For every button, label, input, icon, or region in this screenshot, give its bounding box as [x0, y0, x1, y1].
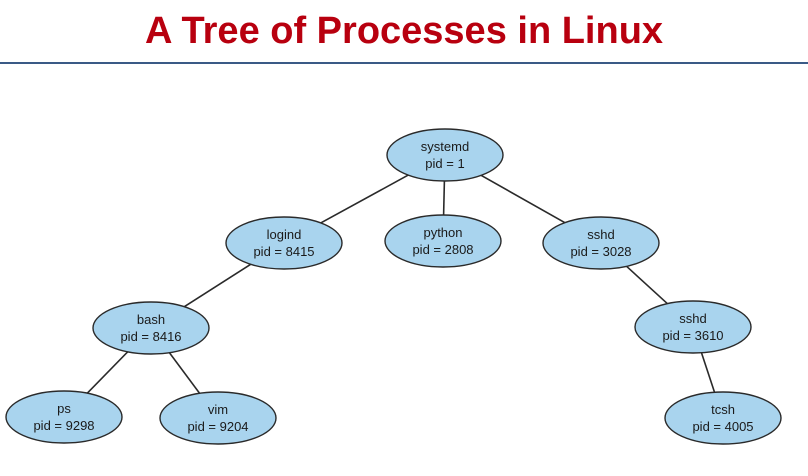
process-node-python: python pid = 2808: [384, 214, 502, 268]
process-node-bash: bash pid = 8416: [92, 301, 210, 355]
slide-title: A Tree of Processes in Linux: [144, 10, 664, 52]
node-ellipse: [159, 391, 277, 445]
process-pid: pid = 9298: [33, 418, 94, 433]
edge-logind-to-bash: [183, 263, 252, 308]
process-name: python: [423, 225, 462, 240]
process-pid: pid = 1: [425, 156, 464, 171]
edge-bash-to-ps: [86, 351, 129, 394]
process-name: ps: [57, 401, 71, 416]
process-pid: pid = 3610: [662, 328, 723, 343]
process-node-sshd-3610: sshd pid = 3610: [634, 300, 752, 354]
process-pid: pid = 8415: [253, 244, 314, 259]
edge-bash-to-vim: [168, 352, 201, 394]
process-node-systemd: systemd pid = 1: [386, 128, 504, 182]
process-name: logind: [267, 227, 302, 242]
process-node-logind: logind pid = 8415: [225, 216, 343, 270]
process-name: systemd: [421, 139, 469, 154]
tree-nodes: systemd pid = 1 logind pid = 8415 python pid …: [5, 128, 782, 445]
process-name: sshd: [679, 311, 706, 326]
node-ellipse: [225, 216, 343, 270]
tree-edges: [86, 174, 716, 394]
edge-sshd-3028-to-sshd-3610: [626, 265, 668, 305]
process-name: tcsh: [711, 402, 735, 417]
process-name: bash: [137, 312, 165, 327]
process-pid: pid = 4005: [692, 419, 753, 434]
process-pid: pid = 8416: [120, 329, 181, 344]
node-ellipse: [92, 301, 210, 355]
node-ellipse: [386, 128, 504, 182]
process-pid: pid = 2808: [412, 242, 473, 257]
edge-systemd-to-sshd-3028: [480, 174, 566, 224]
edge-systemd-to-logind: [320, 174, 409, 224]
process-node-ps: ps pid = 9298: [5, 390, 123, 444]
node-ellipse: [664, 391, 782, 445]
process-node-tcsh: tcsh pid = 4005: [664, 391, 782, 445]
process-name: sshd: [587, 227, 614, 242]
process-node-sshd-3028: sshd pid = 3028: [542, 216, 660, 270]
node-ellipse: [634, 300, 752, 354]
edge-sshd-3610-to-tcsh: [700, 352, 716, 393]
node-ellipse: [5, 390, 123, 444]
node-ellipse: [384, 214, 502, 268]
node-ellipse: [542, 216, 660, 270]
title-divider: [0, 62, 808, 64]
edge-systemd-to-python: [442, 180, 446, 216]
process-pid: pid = 3028: [570, 244, 631, 259]
process-name: vim: [208, 402, 228, 417]
process-node-vim: vim pid = 9204: [159, 391, 277, 445]
process-pid: pid = 9204: [187, 419, 248, 434]
